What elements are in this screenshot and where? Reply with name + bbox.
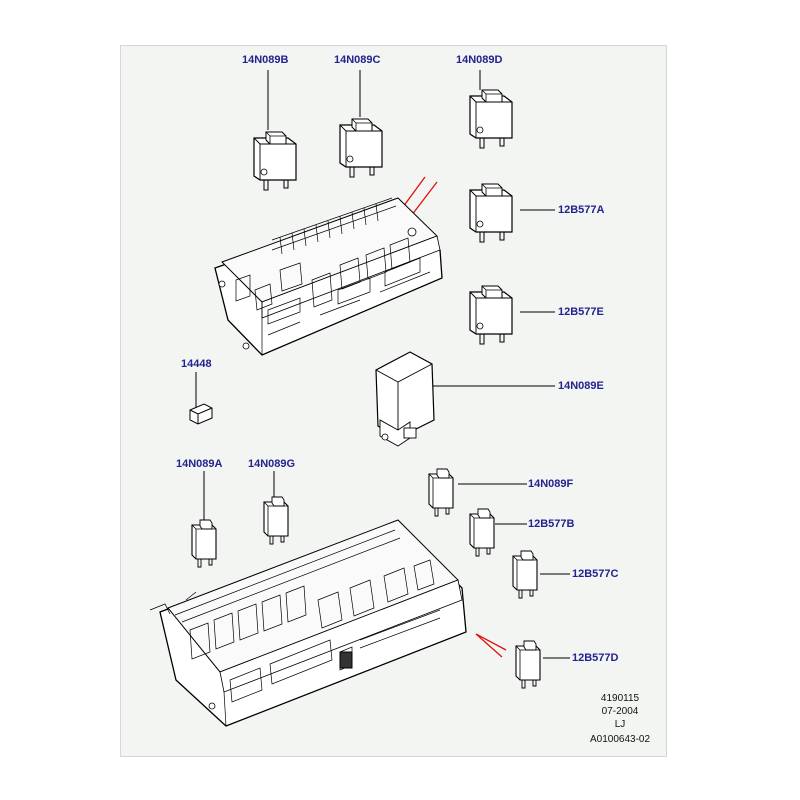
reference-initials: LJ	[614, 719, 626, 730]
label-14N089C: 14N089C	[334, 54, 381, 66]
label-12B577E: 12B577E	[558, 306, 604, 318]
label-14N089B: 14N089B	[242, 54, 289, 66]
label-14N089E: 14N089E	[558, 380, 604, 392]
relay-14N089B-drawing	[253, 131, 297, 191]
label-12B577A: 12B577A	[558, 204, 605, 216]
relay-14N089A-drawing	[191, 519, 217, 568]
clip-14448-drawing	[189, 403, 213, 425]
label-12B577D: 12B577D	[572, 652, 619, 664]
drawing-number: A0100643-02	[589, 734, 651, 745]
label-12B577B: 12B577B	[528, 518, 575, 530]
leader-lines	[195, 70, 570, 659]
label-14N089D: 14N089D	[456, 54, 503, 66]
relay-12B577C-drawing	[512, 550, 538, 599]
relay-14N089E-drawing	[375, 351, 435, 447]
upper-fuse-box-drawing	[214, 197, 443, 356]
label-14N089A: 14N089A	[176, 458, 223, 470]
label-12B577C: 12B577C	[572, 568, 619, 580]
lower-fuse-box-drawing	[149, 519, 467, 727]
reference-number: 4190115	[600, 693, 640, 704]
label-14448: 14448	[181, 358, 212, 370]
label-14N089G: 14N089G	[248, 458, 296, 470]
relay-12B577E-drawing	[469, 285, 513, 345]
relay-12B577D-drawing	[515, 640, 541, 689]
relay-14N089F-drawing	[428, 468, 454, 517]
relay-14N089G-drawing	[263, 496, 289, 545]
relay-14N089C-drawing	[339, 118, 383, 178]
relay-14N089D-drawing	[469, 89, 513, 149]
label-14N089F: 14N089F	[528, 478, 574, 490]
reference-date: 07-2004	[601, 706, 639, 717]
relay-12B577B-drawing	[469, 508, 495, 557]
relay-12B577A-drawing	[469, 183, 513, 243]
